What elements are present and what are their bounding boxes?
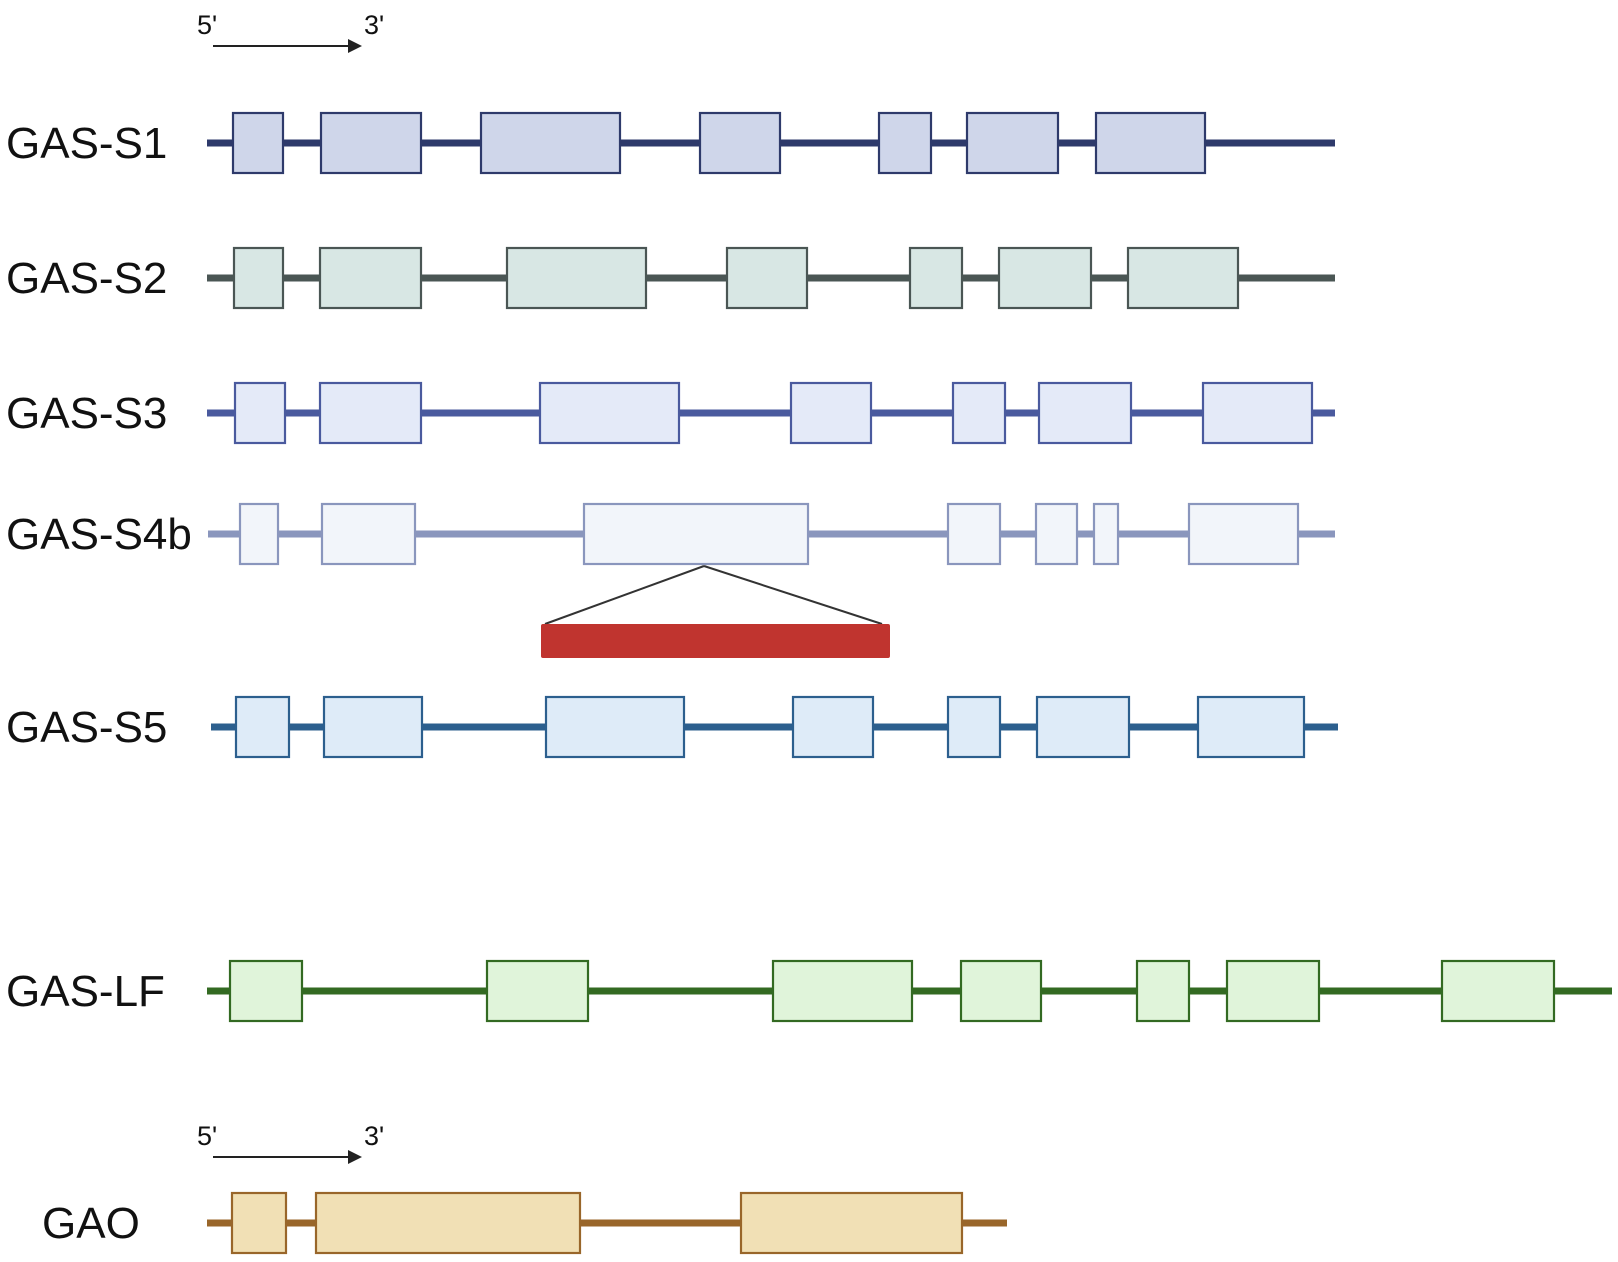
exon-6 <box>997 246 1093 310</box>
exon-6 <box>965 111 1060 175</box>
transcript-label: GAS-S2 <box>6 254 167 303</box>
exon-2 <box>318 381 423 445</box>
transcript-gas-s1: GAS-S1 <box>6 111 1335 175</box>
exon-7 <box>1094 111 1207 175</box>
callout-line <box>703 565 883 625</box>
arrowhead-icon <box>348 1150 362 1164</box>
exon-4 <box>791 695 875 759</box>
exon-6 <box>1225 959 1321 1023</box>
exon-2 <box>485 959 590 1023</box>
three-prime-label: 3' <box>364 10 384 40</box>
exon-3 <box>538 381 681 445</box>
exon-4 <box>725 246 809 310</box>
exon-4 <box>698 111 782 175</box>
exon-3 <box>505 246 648 310</box>
exon-3 <box>479 111 622 175</box>
transcript-label: GAS-S1 <box>6 119 167 168</box>
transcript-label: GAS-LF <box>6 967 165 1016</box>
exon-3 <box>544 695 686 759</box>
insertion-callout <box>541 565 890 658</box>
exon-3 <box>771 959 914 1023</box>
transcript-gao: GAO <box>42 1191 1007 1255</box>
exon-4 <box>959 959 1043 1023</box>
exon-5 <box>908 246 964 310</box>
transcript-gas-lf: GAS-LF <box>6 959 1612 1023</box>
transcript-label: GAS-S3 <box>6 389 167 438</box>
exon-1 <box>231 111 285 175</box>
exon-7 <box>1187 502 1300 566</box>
exon-4 <box>946 502 1002 566</box>
exon-5 <box>1135 959 1191 1023</box>
five-prime-label: 5' <box>197 1121 217 1151</box>
exon-7 <box>1126 246 1240 310</box>
exon-1 <box>228 959 304 1023</box>
transcript-label: GAS-S5 <box>6 703 167 752</box>
exon-2 <box>319 111 423 175</box>
exon-5 <box>951 381 1007 445</box>
exon-6 <box>1035 695 1131 759</box>
exon-3 <box>582 502 810 566</box>
callout-line <box>544 565 705 625</box>
exon-1 <box>230 1191 288 1255</box>
five-prime-label: 5' <box>197 10 217 40</box>
exon-7 <box>1196 695 1306 759</box>
transcript-label: GAS-S4b <box>6 510 192 559</box>
transcript-gas-s2: GAS-S2 <box>6 246 1335 310</box>
exon-6 <box>1037 381 1133 445</box>
exon-1 <box>233 381 287 445</box>
transcript-gas-s5: GAS-S5 <box>6 695 1338 759</box>
exon-2 <box>318 246 423 310</box>
inserted-region-bar <box>541 624 890 658</box>
exon-2 <box>320 502 417 566</box>
exon-5 <box>877 111 933 175</box>
exon-2 <box>314 1191 582 1255</box>
exon-5 <box>1034 502 1079 566</box>
arrowhead-icon <box>348 39 362 53</box>
exon-5 <box>946 695 1002 759</box>
transcript-label: GAO <box>42 1199 140 1248</box>
exon-7 <box>1440 959 1556 1023</box>
transcript-gas-s4b: GAS-S4b <box>6 502 1335 566</box>
direction-marker-top: 5' 3' <box>197 10 384 53</box>
exon-1 <box>238 502 280 566</box>
direction-marker-bottom: 5' 3' <box>197 1121 384 1164</box>
exon-4 <box>789 381 873 445</box>
exon-3 <box>739 1191 964 1255</box>
exon-2 <box>322 695 424 759</box>
exon-6 <box>1092 502 1120 566</box>
exon-1 <box>232 246 285 310</box>
transcript-gas-s3: GAS-S3 <box>6 381 1335 445</box>
three-prime-label: 3' <box>364 1121 384 1151</box>
exon-7 <box>1201 381 1314 445</box>
exon-1 <box>234 695 291 759</box>
